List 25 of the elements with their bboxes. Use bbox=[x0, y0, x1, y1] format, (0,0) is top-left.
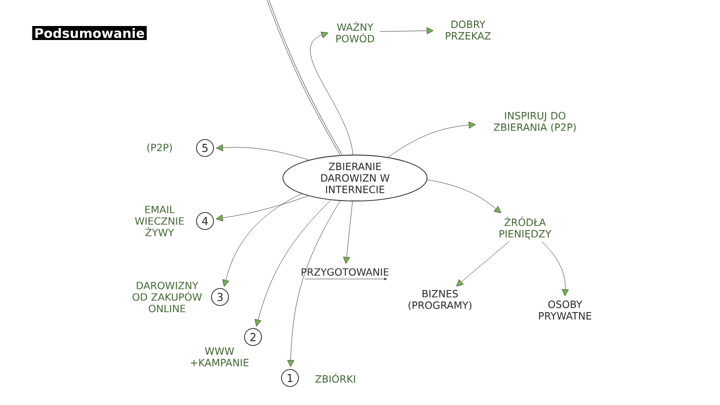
branch-label: ŹRÓDŁA PIENIĘDZY bbox=[500, 216, 552, 240]
branch-label: OSOBY PRYWATNE bbox=[539, 300, 592, 320]
arrow bbox=[216, 144, 310, 160]
branch-label: BIZNES (PROGRAMY) bbox=[408, 290, 472, 310]
branch-label: INSPIRUJ DO ZBIERANIA (P2P) bbox=[494, 112, 576, 132]
arrow bbox=[456, 241, 510, 286]
arrow bbox=[380, 27, 434, 34]
arrow bbox=[222, 194, 302, 287]
branch-label: WAŻNY POWÓD bbox=[336, 22, 374, 42]
arrow bbox=[254, 200, 332, 326]
branch-label: EMAIL WIECZNIE ŻYWY bbox=[135, 206, 184, 236]
arrow bbox=[388, 122, 476, 158]
branch-label: PRZYGOTOWANIE bbox=[302, 268, 389, 276]
arrow bbox=[427, 180, 502, 214]
arrow bbox=[287, 200, 340, 367]
arrow bbox=[343, 201, 353, 264]
arrow bbox=[310, 32, 354, 155]
branch-label: ZBIÓRKI bbox=[315, 373, 355, 383]
title-label: Podsumowanie bbox=[32, 26, 147, 40]
arrow bbox=[542, 241, 569, 296]
branch-label: (P2P) bbox=[147, 144, 172, 152]
arrow bbox=[216, 196, 309, 222]
branch-label: WWW +KAMPANIE bbox=[190, 347, 248, 366]
branch-label: DOBRY PRZEKAZ bbox=[446, 20, 491, 40]
branch-label: DAROWIZNY OD ZAKUPÓW ONLINE bbox=[132, 282, 202, 312]
